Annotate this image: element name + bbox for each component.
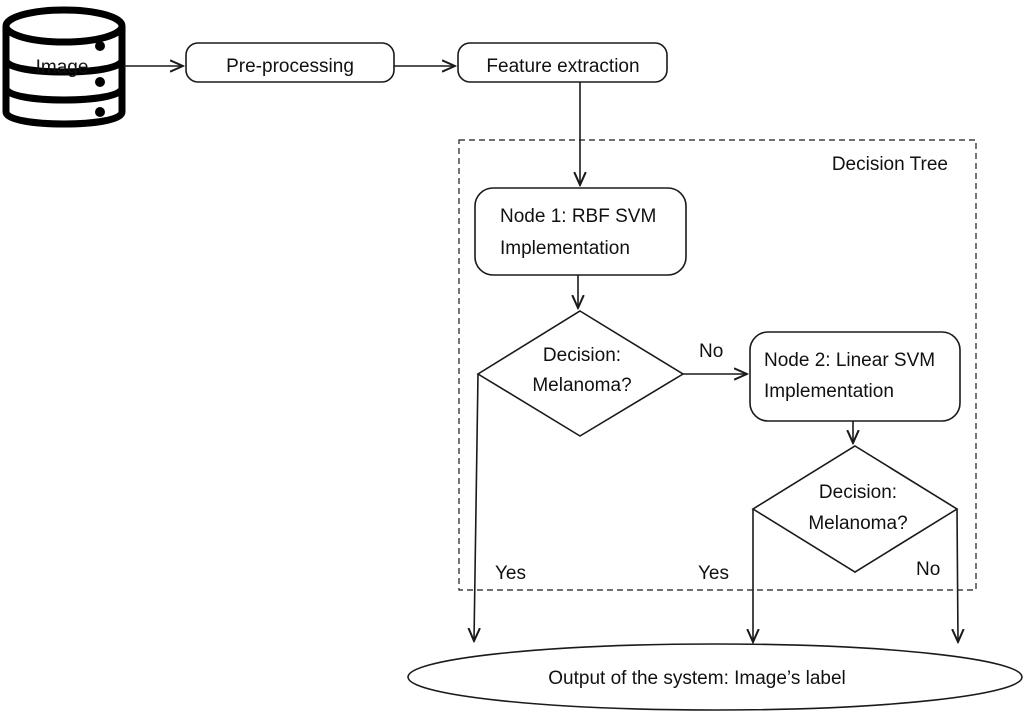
arrow-decision1-yes-to-output	[474, 373, 478, 641]
output-ellipse	[407, 643, 1023, 711]
arrow-decision2-no-to-output	[957, 508, 958, 642]
decision2-label-line1: Decision:	[819, 482, 897, 503]
decision2-label-line2: Melanoma?	[808, 513, 907, 534]
node2-label-line1: Node 2: Linear SVM	[764, 350, 935, 371]
decision2-no-label: No	[916, 559, 940, 580]
decision-tree-container	[458, 139, 977, 591]
decision1-diamond	[476, 310, 685, 437]
preprocessing-label: Pre-processing	[226, 56, 354, 77]
decision2-yes-label: Yes	[698, 563, 729, 584]
database-label: Image	[36, 57, 89, 78]
decision-tree-label: Decision Tree	[832, 154, 948, 175]
node2-box	[749, 331, 961, 422]
decision1-yes-label: Yes	[495, 563, 526, 584]
decision1-label-line1: Decision:	[543, 345, 621, 366]
decision1-no-label: No	[699, 341, 723, 362]
decision1-label-line2: Melanoma?	[532, 375, 631, 396]
decision2-diamond	[751, 445, 959, 573]
database-icon	[2, 6, 126, 128]
output-label: Output of the system: Image’s label	[548, 668, 845, 689]
node1-box	[474, 187, 687, 276]
feature-extraction-label: Feature extraction	[486, 56, 639, 77]
node2-label-line2: Implementation	[764, 381, 894, 402]
preprocessing-box	[185, 42, 395, 83]
feature-extraction-box	[457, 42, 668, 83]
node1-label-line2: Implementation	[500, 238, 630, 259]
node1-label-line1: Node 1: RBF SVM	[500, 206, 656, 227]
